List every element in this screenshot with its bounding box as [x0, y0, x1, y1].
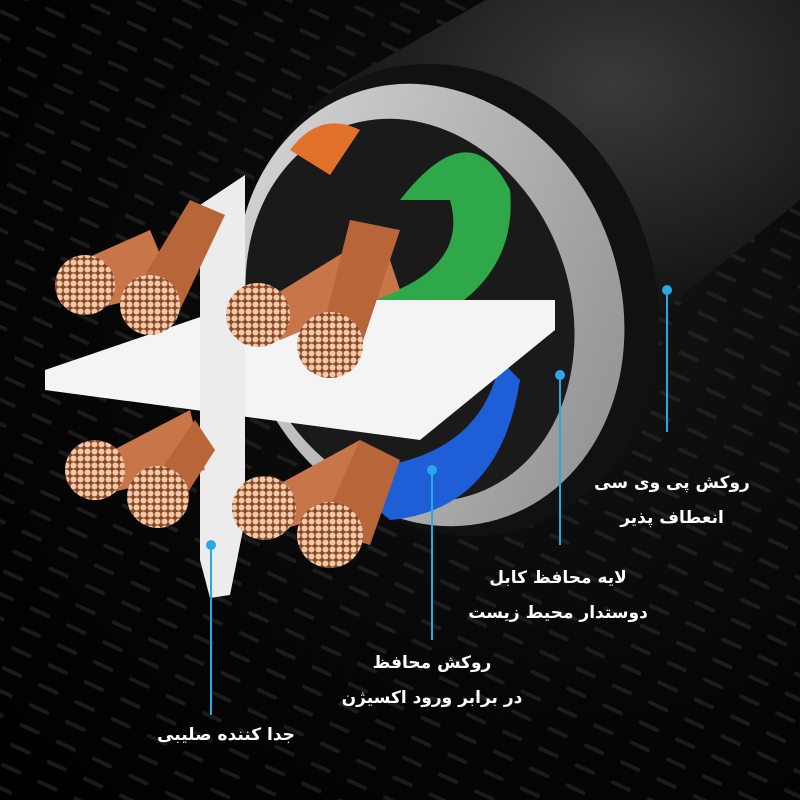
- callout-dot-pvc-jacket: [662, 285, 672, 295]
- callout-dot-oxygen-cover: [427, 465, 437, 475]
- callout-title: لایه محافظ کابل: [489, 568, 627, 588]
- callout-subtitle: دوستدار محیط زیست: [468, 603, 648, 623]
- copper-conductors: [55, 200, 400, 568]
- callout-title: جدا کننده صلیبی: [157, 725, 295, 745]
- cross-separator-horizontal: [45, 300, 555, 440]
- callout-dot-separator: [206, 540, 216, 550]
- callout-oxygen-cover: روکش محافظ در برابر ورود اکسیژن: [342, 646, 523, 716]
- green-pair: [370, 152, 511, 340]
- callout-dot-shield: [555, 370, 565, 380]
- callout-title: روکش پی وی سی: [594, 473, 750, 493]
- callout-subtitle: انعطاف پذیر: [620, 508, 724, 528]
- callout-pvc-jacket: روکش پی وی سی انعطاف پذیر: [594, 466, 750, 536]
- callout-cross-separator: جدا کننده صلیبی: [157, 718, 295, 753]
- callout-shield-layer: لایه محافظ کابل دوستدار محیط زیست: [468, 561, 648, 631]
- orange-pair: [290, 123, 360, 175]
- callout-subtitle: در برابر ورود اکسیژن: [341, 688, 523, 708]
- callout-title: روکش محافظ: [372, 653, 492, 673]
- cross-separator-vertical: [200, 175, 245, 598]
